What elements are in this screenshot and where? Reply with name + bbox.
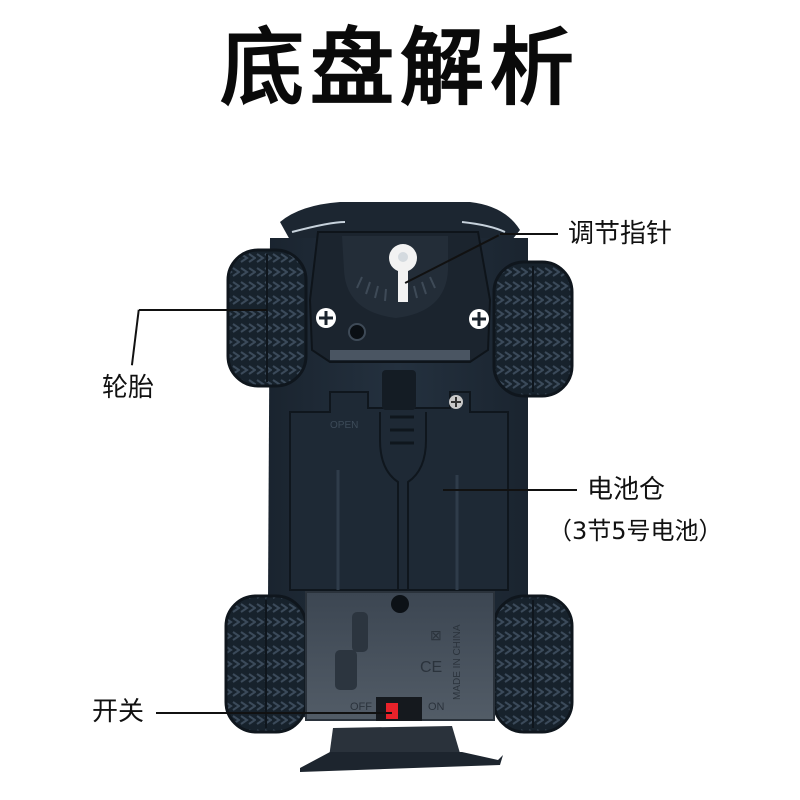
svg-text:MADE IN CHINA: MADE IN CHINA: [452, 624, 463, 700]
svg-text:CE: CE: [420, 659, 442, 676]
callout-battery-sub: （3节5号电池）: [548, 517, 723, 545]
rear-left-tire-icon: [224, 594, 308, 734]
screw-right-icon: [469, 309, 489, 329]
front-left-tire-icon: [226, 248, 308, 388]
callout-adjust-pointer: 调节指针: [568, 219, 673, 249]
svg-text:⊠: ⊠: [430, 627, 442, 643]
svg-text:OPEN: OPEN: [330, 420, 358, 431]
svg-text:OFF: OFF: [350, 701, 372, 713]
steering-module: [308, 231, 492, 363]
screw-left-icon: [316, 308, 336, 328]
rear-bumper: [300, 726, 503, 772]
leader-adjust-pointer-h: [500, 233, 558, 235]
adjust-pointer-icon: [389, 244, 417, 302]
front-right-tire-icon: [492, 260, 574, 398]
power-switch-icon: [376, 697, 422, 721]
battery-compartment: OPEN: [289, 370, 509, 591]
callout-battery: 电池仓: [587, 475, 666, 505]
callout-switch: 开关: [92, 697, 145, 727]
leader-tire-h: [139, 309, 267, 311]
rear-right-tire-icon: [492, 594, 574, 734]
leader-battery: [443, 489, 577, 491]
rear-module: ⊠ CE MADE IN CHINA OFF ON: [305, 591, 495, 721]
front-bumper: [280, 202, 520, 240]
callout-tire: 轮胎: [102, 373, 155, 403]
svg-text:ON: ON: [428, 701, 445, 713]
page-title: 底盘解析: [219, 19, 580, 117]
battery-screw-icon: [449, 395, 463, 409]
leader-switch: [156, 712, 392, 714]
